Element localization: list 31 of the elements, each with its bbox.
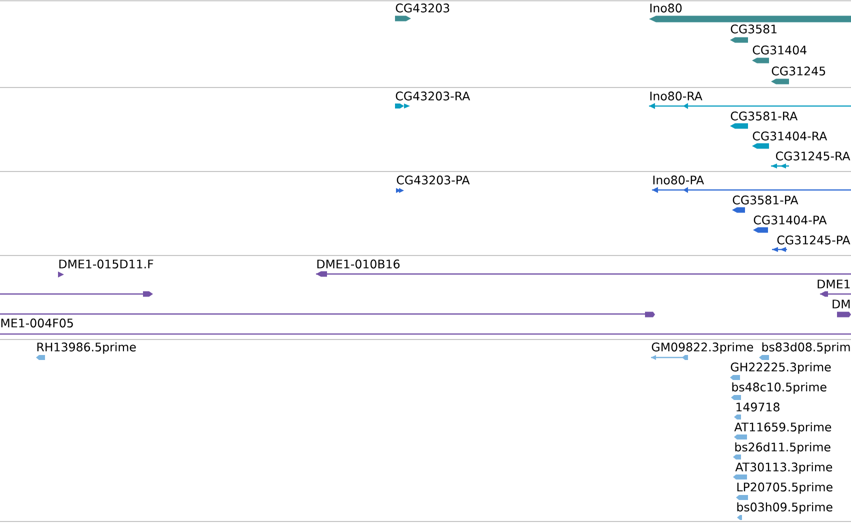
feature-label: bs03h09.5prime xyxy=(737,502,832,514)
feature-label: bs26d11.5prime xyxy=(735,442,830,454)
feature-label: CG31404 xyxy=(752,46,806,54)
feature-label: Ino80-RA xyxy=(650,92,702,100)
feature-label: CG31245-PA xyxy=(777,236,850,244)
feature-label: CG3581-RA xyxy=(730,112,798,120)
feature-label: DME1-015D11.F xyxy=(59,260,154,268)
feature-label: Ino80 xyxy=(650,4,682,12)
feature-label: GM09822.3prime xyxy=(652,342,754,354)
feature-label: RH13986.5prime xyxy=(37,342,136,354)
feature-label: CG31404-RA xyxy=(752,132,828,140)
feature-label: DM xyxy=(832,300,850,308)
feature-label: 149718 xyxy=(736,402,780,412)
feature-label: CG43203 xyxy=(396,4,450,12)
feature-label: bs48c10.5prime xyxy=(732,382,826,394)
feature-label: ME1-004F05 xyxy=(1,318,73,328)
feature-label: CG43203-PA xyxy=(396,176,470,184)
feature-label: CG43203-RA xyxy=(396,92,470,100)
feature-label: DME1 xyxy=(818,280,850,288)
feature-label: CG3581 xyxy=(730,24,777,34)
feature-label: CG31245-RA xyxy=(776,152,850,160)
feature-label: DME1-010B16 xyxy=(317,260,400,268)
feature-label: AT11659.5prime xyxy=(734,422,832,434)
feature-label: Ino80-PA xyxy=(653,176,704,184)
feature-label: CG3581-PA xyxy=(732,196,798,204)
feature-label: CG31245 xyxy=(772,66,826,76)
feature-label: GH22225.3prime xyxy=(730,362,831,374)
feature-label: AT30113.3prime xyxy=(735,462,832,474)
feature-label: bs83d08.5prim xyxy=(762,342,850,354)
feature-label: CG31404-PA xyxy=(754,216,827,224)
feature-label: LP20705.5prime xyxy=(737,482,832,494)
